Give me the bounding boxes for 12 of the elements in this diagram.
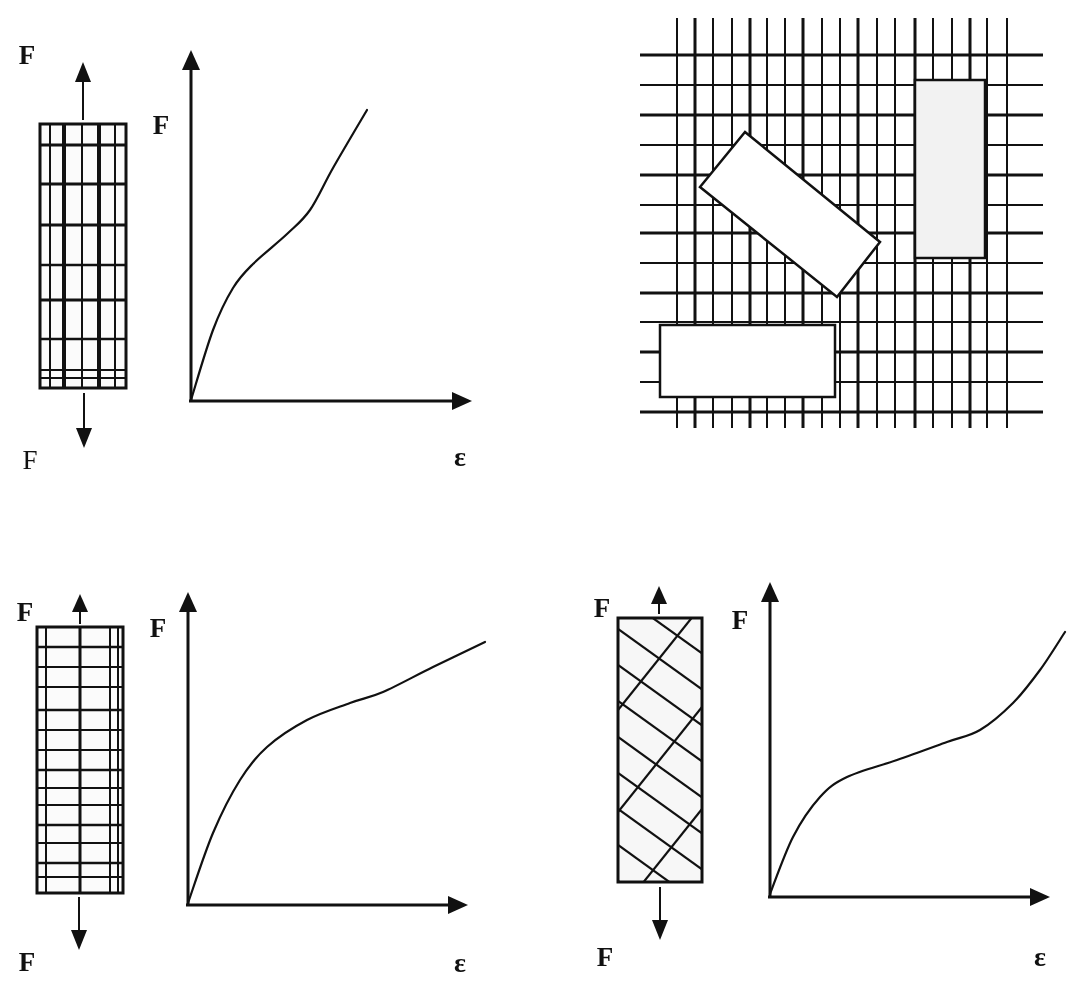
force-label: F bbox=[593, 594, 611, 622]
force-label: F bbox=[18, 41, 36, 69]
force-label: F bbox=[596, 943, 614, 971]
axis-label: F bbox=[149, 614, 167, 642]
axis-label: ε bbox=[1034, 943, 1046, 971]
axis-label: ε bbox=[454, 443, 466, 471]
force-label: F bbox=[16, 598, 34, 626]
axis-label: ε bbox=[454, 949, 466, 977]
axis-label: F bbox=[152, 111, 170, 139]
axis-label: F bbox=[731, 606, 749, 634]
force-label: F bbox=[18, 948, 36, 976]
force-label: F bbox=[22, 446, 38, 474]
